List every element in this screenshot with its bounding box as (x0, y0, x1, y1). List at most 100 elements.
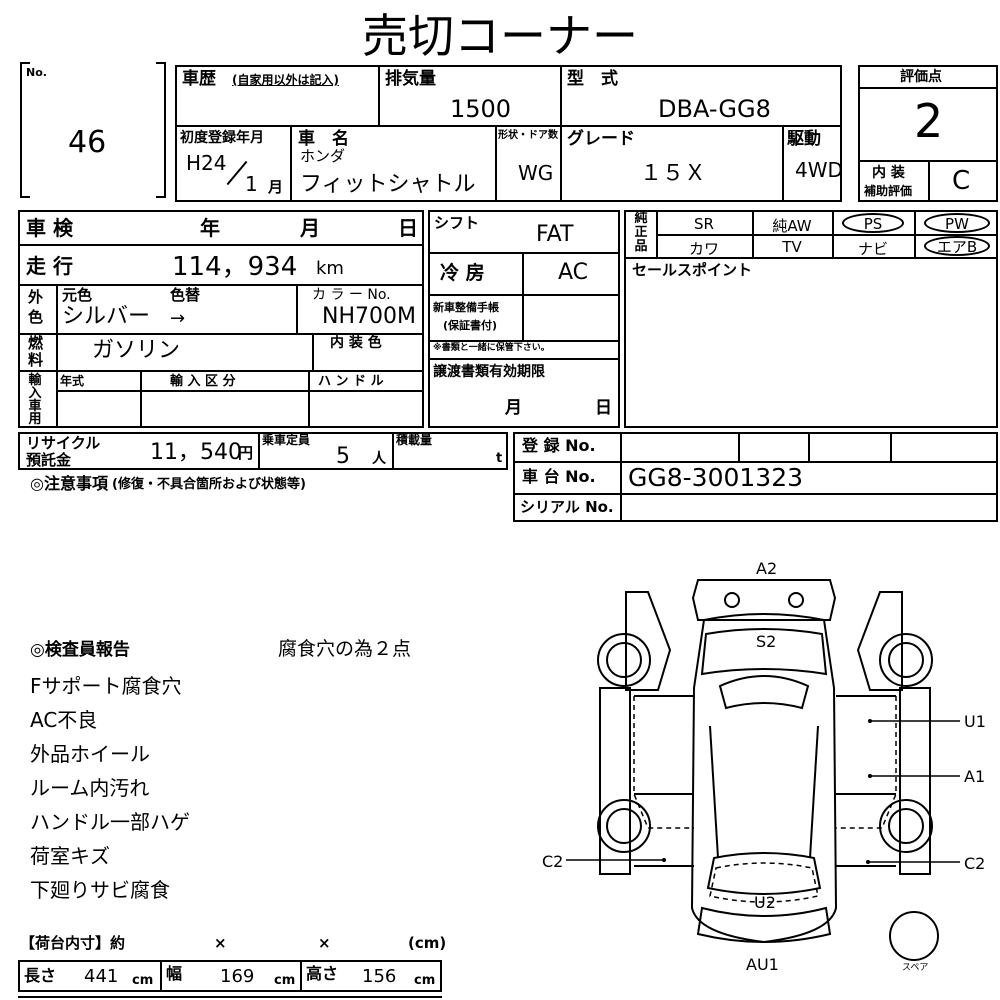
genuine-navi: ナビ (857, 240, 888, 258)
inspection-block (18, 210, 424, 428)
wheel-rear-left (597, 799, 651, 853)
equipment-block (428, 210, 620, 428)
inspector-item-4: ルーム内汚れ (30, 776, 150, 800)
recycle-row (18, 432, 508, 470)
manual-label2: (保証書付) (443, 319, 498, 332)
genuine-ps: PS (863, 215, 883, 233)
headlight-left (724, 592, 740, 608)
inspector-item-5: ハンドル一部ハゲ (30, 810, 190, 834)
registration-block (513, 432, 998, 522)
mileage-value: 114，934 (172, 252, 298, 282)
capacity-unit: 人 (372, 451, 386, 467)
exterior-color-label2: 色 (28, 308, 44, 326)
import-label: 輸入車用 (28, 373, 42, 427)
headlight-right (788, 592, 804, 608)
genuine-tv: TV (782, 238, 802, 256)
genuine-ps-circle: PS (842, 213, 904, 233)
genuine-sr: SR (694, 215, 714, 233)
damage-label-s2: S2 (756, 632, 777, 651)
inspector-note: 腐食穴の為２点 (278, 638, 412, 660)
transfer-docs-label: 譲渡書類有効期限 (433, 364, 545, 380)
cargo-width-unit: cm (274, 973, 296, 988)
wheels (597, 592, 939, 961)
damage-label-c2-right: C2 (964, 854, 986, 873)
shift-label: シフト (434, 214, 480, 232)
damage-label-c2-left: C2 (542, 852, 564, 871)
capacity-value: 5 (336, 444, 350, 469)
inspection-day: 日 (398, 216, 418, 240)
cargo-label: 【荷台内寸】約 (20, 934, 126, 952)
genuine-label: 純正品 (634, 211, 648, 254)
transfer-docs-day: 日 (595, 398, 612, 418)
genuine-airbag-circle: エアB (924, 236, 990, 256)
damage-label-u2: U2 (754, 893, 776, 912)
recycle-value: 11，540 (150, 440, 242, 465)
manual-note: ※書類と一緒に保管下さい。 (433, 343, 550, 353)
shift-value: FAT (536, 222, 574, 247)
spare-tire (889, 911, 939, 961)
color-no-label: カ ラ ー No. (312, 287, 391, 303)
fuel-label2: 料 (28, 351, 44, 369)
original-color-label: 元色 (62, 286, 93, 304)
exterior-color-label1: 外 (28, 288, 44, 306)
genuine-aw: 純AW (772, 217, 812, 235)
car-name-label: 車 名 (298, 129, 349, 149)
score-value: 2 (914, 94, 944, 148)
callout-lines (566, 720, 960, 863)
caution-label: ◎注意事項 (30, 474, 108, 493)
wheel-rear-right (879, 799, 933, 853)
interior-eval-value: C (952, 166, 971, 196)
registration-no-label: 登 録 No. (522, 436, 596, 455)
capacity-label: 乗車定員 (262, 433, 311, 447)
exterior-color-value: シルバー (62, 304, 151, 329)
inspector-item-1: Fサポート腐食穴 (30, 674, 182, 698)
inspection-label: 車 検 (26, 216, 73, 240)
damage-label-u1: U1 (964, 712, 986, 731)
genuine-pw: PW (945, 215, 969, 233)
car-body-outline (599, 579, 931, 944)
color-change-arrow: → (170, 308, 186, 329)
spare-label: スペア (902, 963, 929, 973)
fuel-value: ガソリン (92, 338, 181, 363)
cargo-unit: (cm) (408, 934, 447, 952)
cargo-length-value: 441 (84, 966, 119, 987)
lot-number-value: 46 (68, 125, 107, 160)
lot-number-box: No. 46 (20, 62, 168, 198)
genuine-airbag: エアB (936, 238, 978, 256)
genuine-leather: カワ (688, 240, 719, 258)
callout-dots (662, 719, 872, 864)
caution-sub: (修復・不具合箇所および状態等) (112, 477, 306, 492)
drive-label: 駆動 (787, 129, 821, 149)
color-change-label: 色替 (170, 286, 201, 304)
genuine-parts-block (624, 210, 998, 428)
cargo-x1: × (214, 934, 227, 952)
inspector-item-7: 下廻りサビ腐食 (30, 878, 170, 902)
drive-value: 4WD (795, 158, 843, 182)
mileage-unit: km (316, 258, 344, 279)
damage-label-a1: A1 (964, 767, 986, 786)
panel-dashes (633, 696, 897, 903)
cargo-x2: × (318, 934, 331, 952)
inspection-year: 年 (200, 216, 220, 240)
genuine-pw-circle: PW (924, 213, 990, 233)
cargo-height-label: 高さ (306, 964, 339, 983)
lot-number-label: No. (26, 66, 47, 79)
history-sub: (自家用以外は記入) (232, 73, 339, 87)
model-value: DBA-GG8 (658, 95, 771, 123)
cargo-dimensions-row (18, 960, 442, 992)
recycle-label1: リサイクル (26, 434, 101, 452)
damage-label-au1: AU1 (746, 955, 779, 974)
manual-label1: 新車整備手帳 (433, 301, 499, 314)
interior-eval-label2: 補助評価 (864, 184, 913, 198)
chassis-no-label: 車 台 No. (522, 467, 596, 486)
first-reg-month: 1 (245, 172, 258, 196)
car-name-value: フィットシャトル (300, 172, 476, 197)
load-label: 積載量 (396, 433, 433, 447)
cargo-height-unit: cm (414, 973, 436, 988)
grade-value: １５Ｘ (640, 161, 707, 186)
mileage-label: 走 行 (26, 254, 73, 278)
body-shape-label: 形状・ドア数 (498, 130, 558, 141)
load-unit: t (496, 451, 503, 466)
inspection-month: 月 (300, 216, 320, 240)
chassis-no-value: GG8-3001323 (628, 463, 804, 492)
